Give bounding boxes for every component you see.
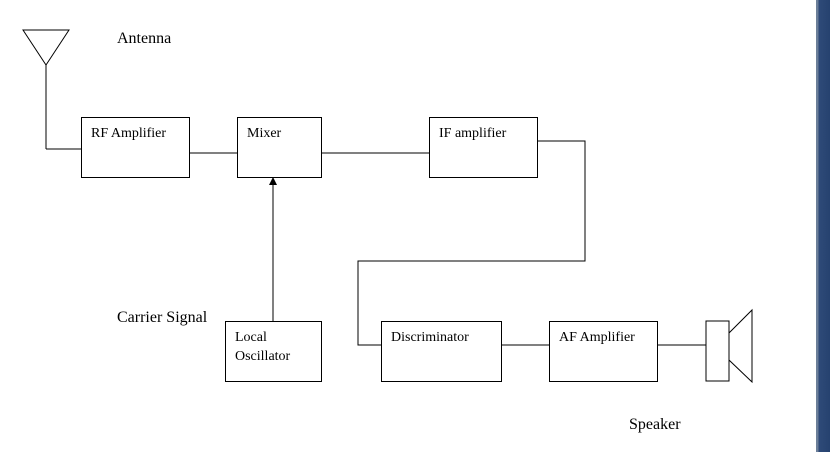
mixer-block: Mixer <box>237 117 322 178</box>
speaker-cone <box>728 308 753 384</box>
discriminator-label: Discriminator <box>391 330 469 345</box>
mixer-label: Mixer <box>247 126 282 141</box>
if-amplifier-block: IF amplifier <box>429 117 538 178</box>
antenna-symbol <box>22 29 70 66</box>
wire-if-to-discriminator <box>357 140 586 346</box>
speaker-label: Speaker <box>629 416 681 433</box>
rf-amplifier-label: RF Amplifier <box>91 126 167 141</box>
if-amplifier-label: IF amplifier <box>439 126 507 141</box>
arrow-head <box>269 177 277 185</box>
local-oscillator-label-line1: Local <box>235 330 267 345</box>
window-edge <box>816 0 830 452</box>
local-oscillator-label-line2: Oscillator <box>235 349 291 364</box>
antenna-label: Antenna <box>117 30 172 47</box>
carrier-signal-label: Carrier Signal <box>117 309 208 326</box>
local-oscillator-block: Local Oscillator <box>225 321 322 382</box>
speaker-body <box>705 320 730 382</box>
rf-amplifier-block: RF Amplifier <box>81 117 190 178</box>
af-amplifier-block: AF Amplifier <box>549 321 658 382</box>
discriminator-block: Discriminator <box>381 321 502 382</box>
af-amplifier-label: AF Amplifier <box>559 330 635 345</box>
